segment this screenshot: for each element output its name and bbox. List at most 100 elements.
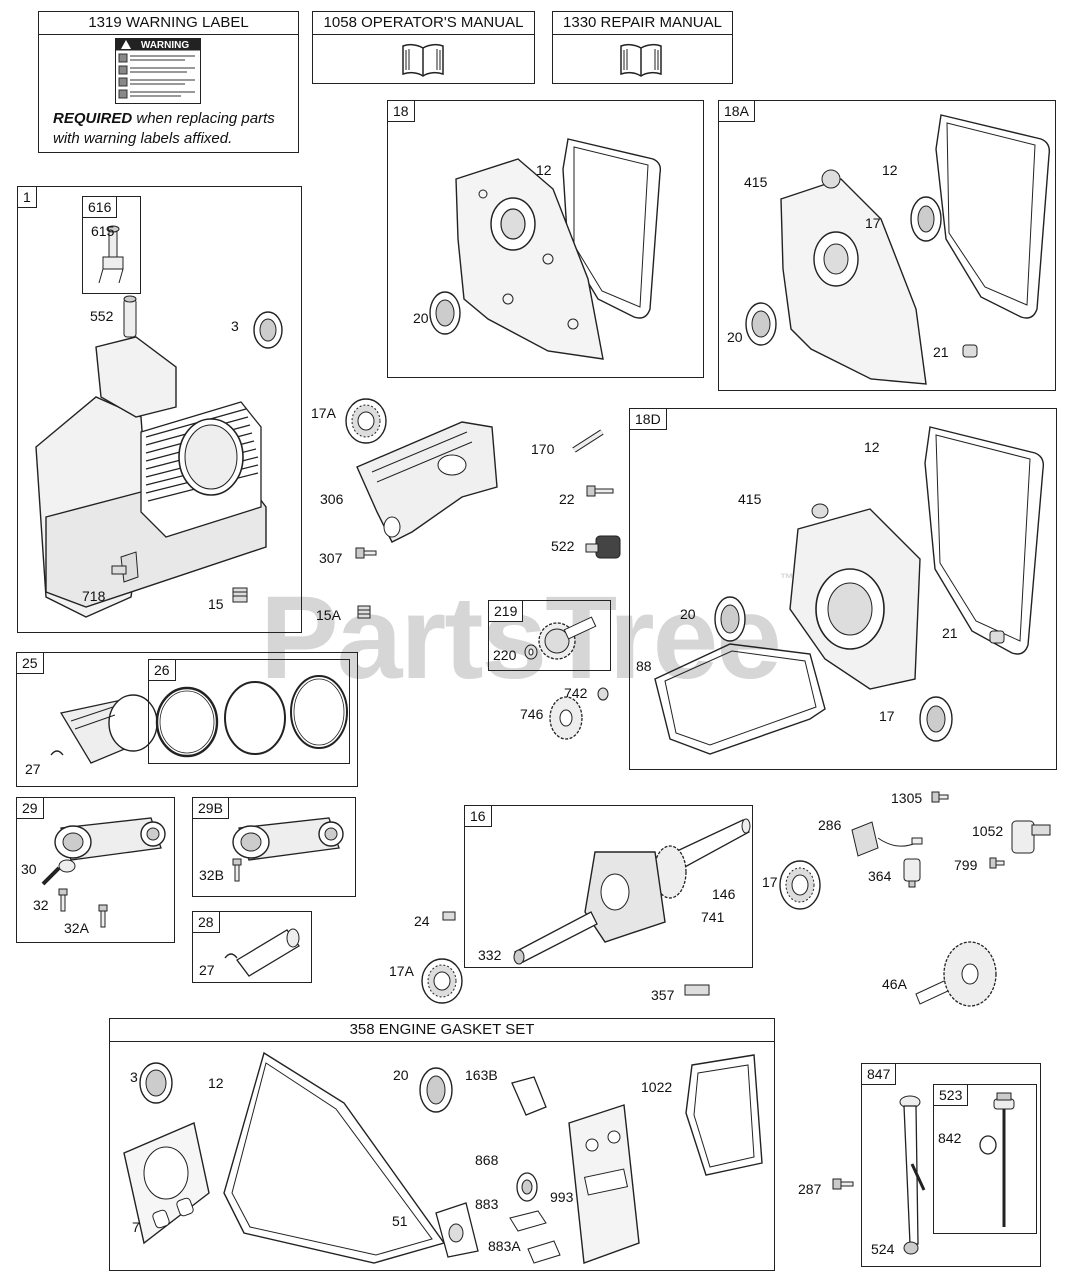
group-18a-box[interactable]: 18A 415 12 17 20 21: [718, 100, 1056, 391]
part-label[interactable]: 51: [392, 1213, 408, 1229]
group-18-box[interactable]: 18 12 20: [387, 100, 704, 378]
group-847-box[interactable]: 847 523 842 524: [861, 1063, 1041, 1267]
part-label[interactable]: 868: [475, 1152, 499, 1168]
part-label[interactable]: 15A: [316, 607, 341, 623]
part-label[interactable]: 32B: [199, 867, 224, 883]
key-drawing: [442, 911, 456, 921]
part-label[interactable]: 524: [871, 1241, 895, 1257]
gasket-set-title: 358 ENGINE GASKET SET: [110, 1019, 774, 1042]
part-label[interactable]: 27: [199, 962, 215, 978]
dipper-drawing: [41, 859, 76, 886]
part-label[interactable]: 842: [938, 1130, 962, 1146]
group-1-tag: 1: [17, 186, 37, 208]
part-label[interactable]: 552: [90, 308, 114, 324]
piston-pin-drawing: [224, 928, 300, 977]
group-1-box[interactable]: 1 616 615 552 3 718 15: [17, 186, 302, 633]
group-29b-box[interactable]: 29B 32B: [192, 797, 356, 897]
part-label[interactable]: 32: [33, 897, 49, 913]
gaskets-drawing: [123, 1051, 763, 1264]
part-label[interactable]: 220: [493, 647, 517, 663]
part-label[interactable]: 146: [712, 886, 736, 902]
part-label[interactable]: 12: [864, 439, 880, 455]
part-label[interactable]: 46A: [882, 976, 907, 992]
group-18d-box[interactable]: 18D 12 415 20 21 88 17: [629, 408, 1057, 770]
part-label[interactable]: 799: [954, 857, 978, 873]
part-label[interactable]: 746: [520, 706, 544, 722]
rectifier-drawing: [851, 821, 923, 857]
part-label[interactable]: 21: [942, 625, 958, 641]
screw-drawing: [931, 791, 949, 803]
part-label[interactable]: 3: [231, 318, 239, 334]
gasket-set-box[interactable]: 358 ENGINE GASKET SET 3 12 20 163B 1022 …: [109, 1018, 775, 1271]
part-label[interactable]: 17: [865, 215, 881, 231]
part-label[interactable]: 1052: [972, 823, 1004, 839]
part-label[interactable]: 17A: [311, 405, 336, 421]
part-label[interactable]: 17A: [389, 963, 414, 979]
group-219-box[interactable]: 219 220: [488, 600, 611, 671]
part-label[interactable]: 286: [818, 817, 842, 833]
part-label[interactable]: 883: [475, 1196, 499, 1212]
part-label[interactable]: 20: [727, 329, 743, 345]
part-label[interactable]: 287: [798, 1181, 822, 1197]
part-label[interactable]: 21: [933, 344, 949, 360]
part-label[interactable]: 17: [762, 874, 778, 890]
part-label[interactable]: 12: [882, 162, 898, 178]
part-label[interactable]: 88: [636, 658, 652, 674]
part-label[interactable]: 163B: [465, 1067, 498, 1083]
part-label[interactable]: 32A: [64, 920, 89, 936]
operators-manual-box[interactable]: 1058 OPERATOR'S MANUAL: [312, 11, 535, 84]
screw-drawing: [355, 547, 377, 559]
part-label[interactable]: 1305: [891, 790, 923, 806]
book-icon: [402, 43, 444, 77]
part-label[interactable]: 306: [320, 491, 344, 507]
part-label[interactable]: 3: [130, 1069, 138, 1085]
part-label[interactable]: 15: [208, 596, 224, 612]
group-18d-tag: 18D: [629, 408, 667, 430]
group-16-box[interactable]: 16 332 146 741: [464, 805, 753, 968]
part-label[interactable]: 30: [21, 861, 37, 877]
part-label[interactable]: 741: [701, 909, 725, 925]
part-label[interactable]: 24: [414, 913, 430, 929]
part-label[interactable]: 415: [738, 491, 762, 507]
part-label[interactable]: 718: [82, 588, 106, 604]
repair-manual-box[interactable]: 1330 REPAIR MANUAL: [552, 11, 733, 84]
watermark: PartsTree™: [260, 570, 794, 704]
piston-drawing: [50, 694, 158, 764]
crankcase-cover-18a-drawing: [745, 114, 1051, 385]
warning-label-box[interactable]: 1319 WARNING LABEL WARNING REQUIRED when…: [38, 11, 299, 153]
part-label[interactable]: 20: [413, 310, 429, 326]
part-label[interactable]: 20: [393, 1067, 409, 1083]
part-label[interactable]: 7: [132, 1219, 140, 1235]
part-label[interactable]: 332: [478, 947, 502, 963]
part-label[interactable]: 415: [744, 174, 768, 190]
camshaft-drawing: [915, 941, 997, 1007]
part-label[interactable]: 357: [651, 987, 675, 1003]
group-25-box[interactable]: 25 27 26: [16, 652, 358, 787]
part-label[interactable]: 615: [91, 223, 115, 239]
part-label[interactable]: 17: [879, 708, 895, 724]
group-29-box[interactable]: 29 30 32 32A: [16, 797, 175, 943]
group-25-tag: 25: [16, 652, 44, 674]
part-label[interactable]: 27: [25, 761, 41, 777]
screw-drawing: [989, 857, 1005, 869]
part-label[interactable]: 883A: [488, 1238, 521, 1254]
part-label[interactable]: 12: [536, 162, 552, 178]
note-text: when replacing parts: [132, 110, 275, 127]
part-label[interactable]: 170: [531, 441, 555, 457]
part-label[interactable]: 1022: [641, 1079, 673, 1095]
group-26-box[interactable]: 26: [148, 659, 350, 764]
part-label[interactable]: 20: [680, 606, 696, 622]
group-523-box[interactable]: 523 842: [933, 1084, 1037, 1234]
washer-drawing: [597, 687, 609, 701]
part-label[interactable]: 307: [319, 550, 343, 566]
group-616-box[interactable]: 616: [82, 196, 141, 294]
part-label[interactable]: 12: [208, 1075, 224, 1091]
part-label[interactable]: 22: [559, 491, 575, 507]
group-28-box[interactable]: 28 27: [192, 911, 312, 983]
part-label[interactable]: 993: [550, 1189, 574, 1205]
bearing-drawing: [345, 398, 387, 444]
repair-manual-title: 1330 REPAIR MANUAL: [553, 12, 732, 35]
part-label[interactable]: 364: [868, 868, 892, 884]
group-18a-tag: 18A: [718, 100, 755, 122]
part-label[interactable]: 522: [551, 538, 575, 554]
